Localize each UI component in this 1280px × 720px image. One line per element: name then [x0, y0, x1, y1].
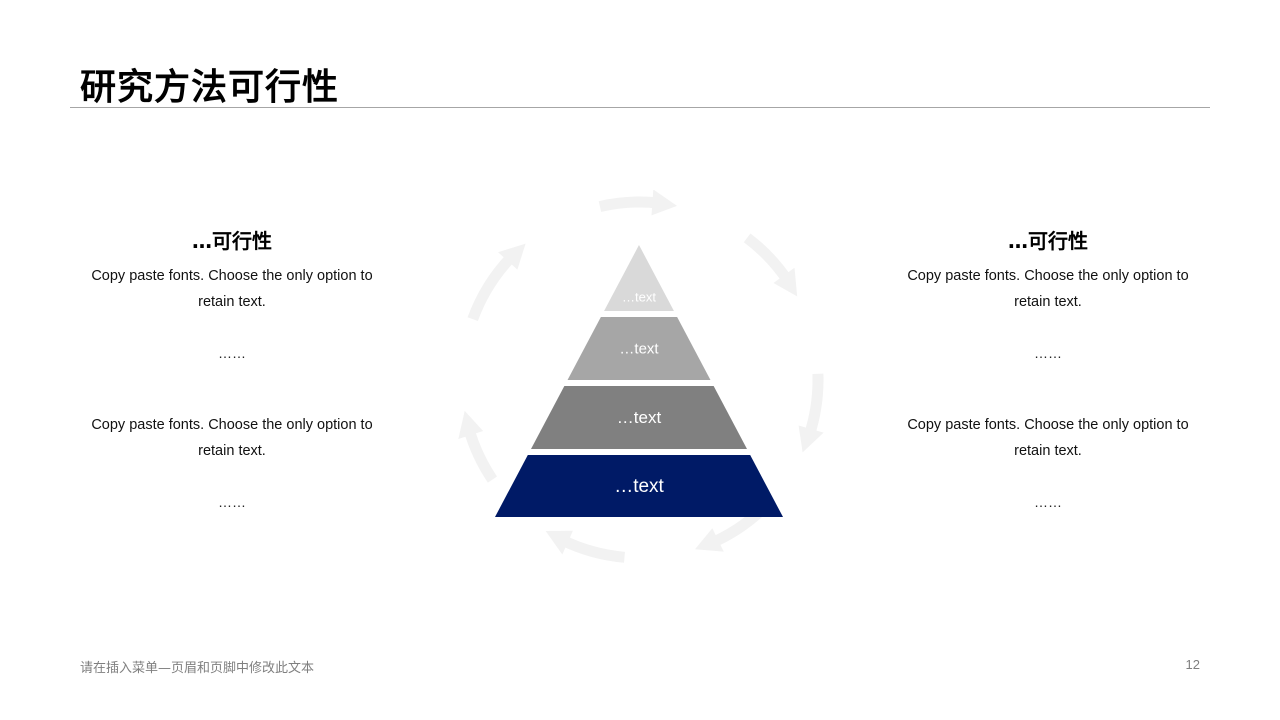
cycle-arrow-head — [545, 530, 573, 555]
left-text-2: Copy paste fonts. Choose the only option… — [91, 417, 373, 459]
cycle-arrow-head — [798, 425, 824, 453]
cycle-arrow-segment — [743, 233, 793, 284]
pyramid-tier-label-2: …text — [619, 340, 659, 357]
right-heading: …可行性 — [1008, 229, 1088, 253]
pyramid-tier-2 — [567, 317, 711, 380]
cycle-arrow-head — [651, 190, 678, 216]
cycle-arrow-segment — [804, 373, 824, 437]
right-text-2: Copy paste fonts. Choose the only option… — [907, 417, 1189, 459]
left-text-1: Copy paste fonts. Choose the only option… — [91, 268, 373, 310]
left-feasibility-panel: …可行性 Copy paste fonts. Choose the only o… — [82, 226, 382, 512]
left-heading: …可行性 — [192, 229, 272, 253]
pyramid-cycle-diagram: …text …text …text …text — [440, 190, 840, 580]
pyramid-tier-4 — [495, 455, 783, 517]
pyramid: …text …text …text …text — [495, 245, 783, 517]
pyramid-tier-1 — [604, 245, 674, 311]
cycle-arrow-segment — [463, 427, 498, 483]
pyramid-tier-label-4: …text — [614, 476, 664, 497]
cycle-arrow-segment — [598, 196, 660, 212]
cycle-arrow-segment — [559, 534, 626, 563]
right-feasibility-panel: …可行性 Copy paste fonts. Choose the only o… — [898, 226, 1198, 512]
slide-title: 研究方法可行性 — [80, 67, 340, 108]
pyramid-tier-3 — [531, 386, 747, 449]
cycle-arrow-head — [498, 243, 526, 270]
pyramid-cycle-svg: …text …text …text …text — [458, 190, 824, 563]
footer-text: 请在插入菜单—页眉和页脚中修改此文本 — [80, 661, 315, 676]
cycle-arrow-head — [458, 410, 484, 440]
cycle-arrows — [458, 190, 824, 563]
left-ellipsis-1: …… — [218, 345, 246, 361]
pyramid-tier-label-3: …text — [617, 408, 662, 427]
page-number: 12 — [1185, 657, 1200, 672]
left-ellipsis-2: …… — [218, 494, 246, 510]
pyramid-tier-label-1: …text — [622, 289, 656, 304]
cycle-arrow-head — [773, 267, 798, 297]
right-text-1: Copy paste fonts. Choose the only option… — [907, 268, 1189, 310]
cycle-arrow-head — [695, 528, 724, 552]
title-divider — [70, 107, 1210, 108]
right-ellipsis-1: …… — [1034, 345, 1062, 361]
cycle-arrow-segment — [467, 252, 516, 322]
right-ellipsis-2: …… — [1034, 494, 1062, 510]
